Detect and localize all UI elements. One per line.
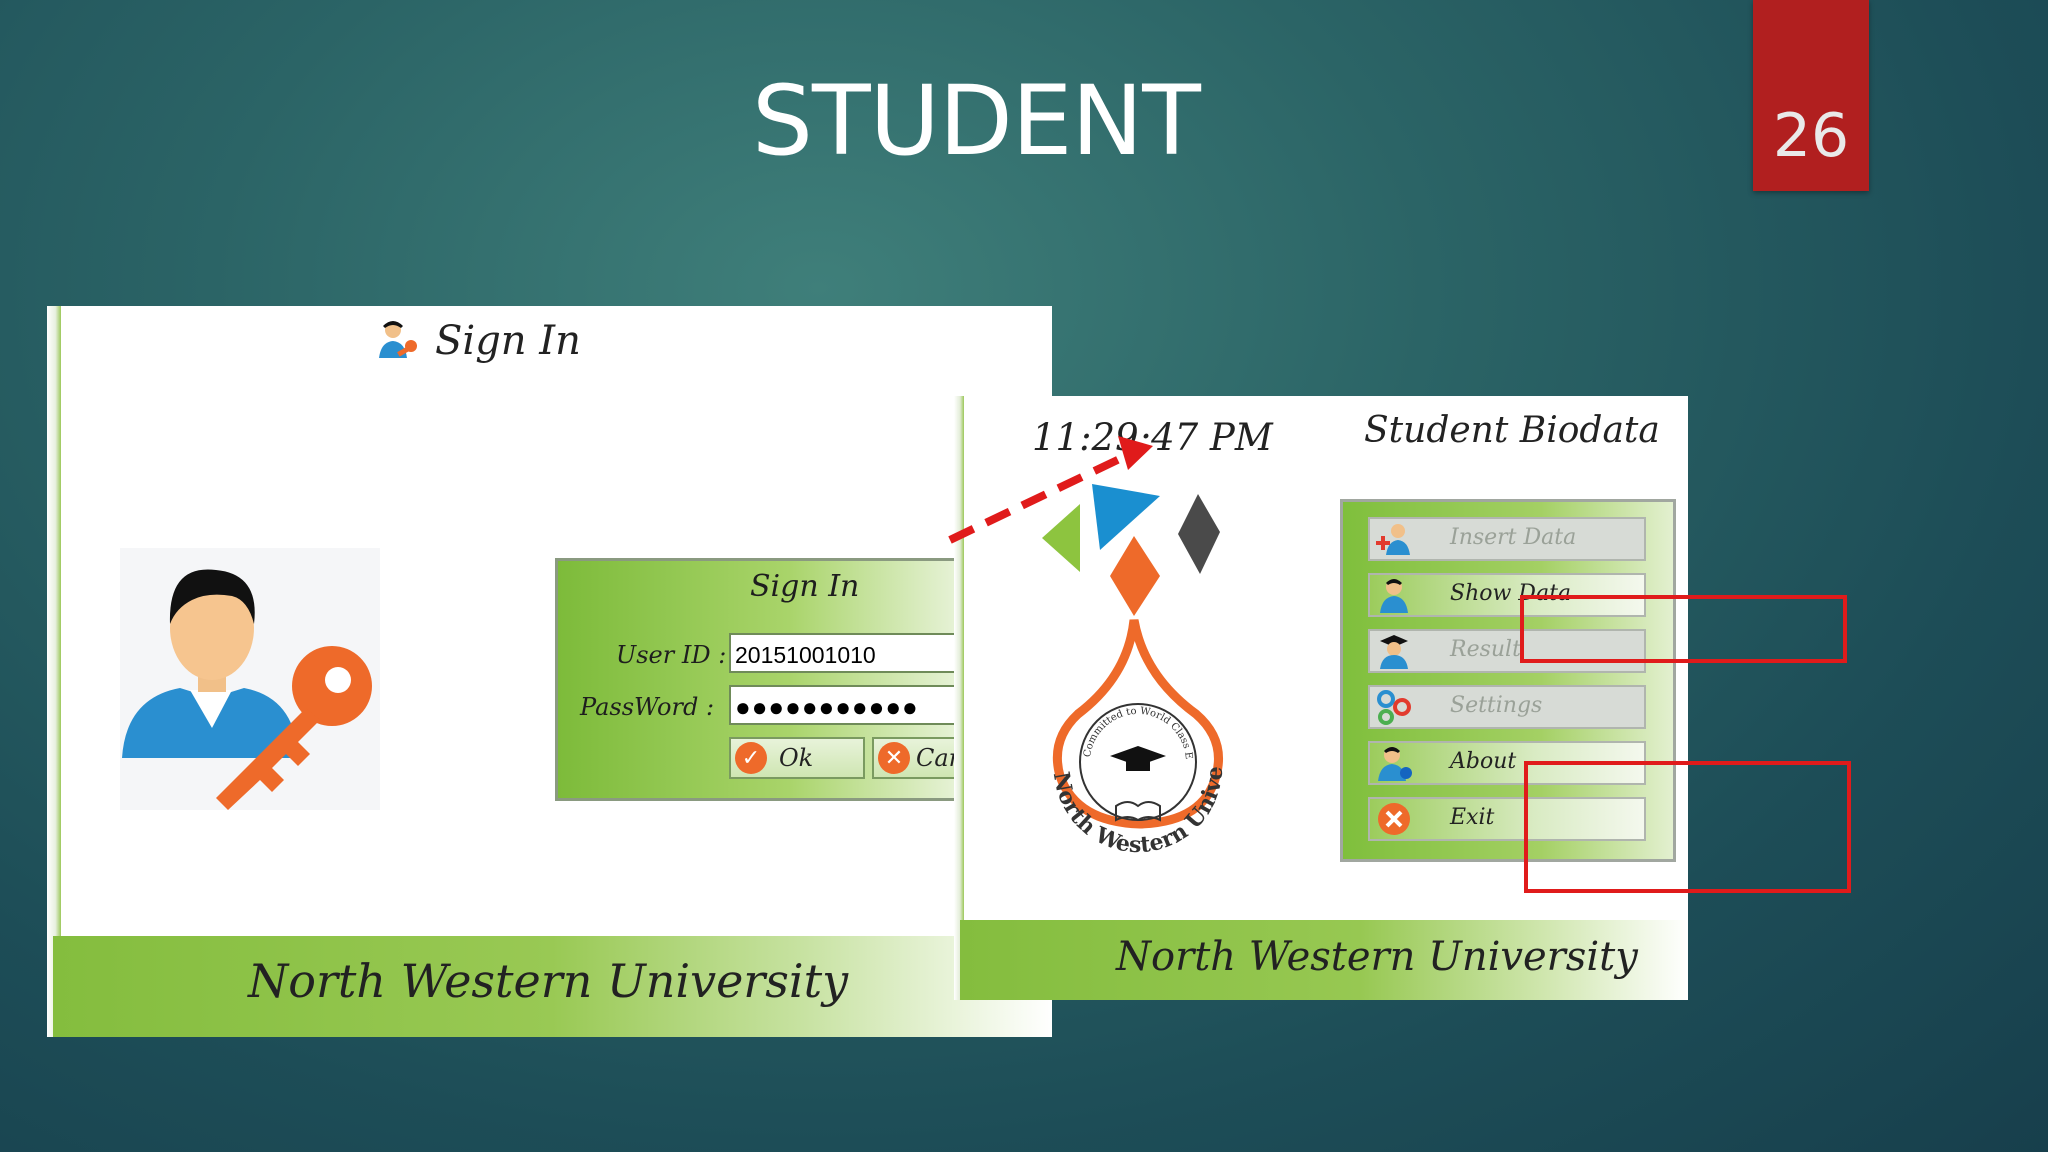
university-logo: Committed to World Class Education North… — [1020, 476, 1228, 858]
cancel-icon: ✕ — [878, 742, 910, 774]
biodata-title: Student Biodata — [1364, 410, 1660, 451]
page-number: 26 — [1772, 101, 1850, 171]
insert-data-label: Insert Data — [1450, 525, 1577, 550]
settings-label: Settings — [1450, 693, 1543, 718]
user-key-icon — [379, 321, 417, 358]
settings-button[interactable]: Settings — [1368, 685, 1646, 729]
exit-label: Exit — [1450, 805, 1495, 830]
about-label: About — [1450, 749, 1517, 774]
insert-data-button[interactable]: Insert Data — [1368, 517, 1646, 561]
signin-footer: North Western University — [53, 936, 1052, 1037]
graduate-icon — [1380, 635, 1408, 669]
user-key-avatar — [120, 548, 380, 810]
close-icon — [1378, 803, 1410, 835]
logo-green-shape — [1042, 504, 1080, 572]
ok-button-label: Ok — [779, 744, 814, 772]
panel-edge — [954, 396, 964, 1000]
signin-title: Sign In — [435, 318, 581, 364]
signin-form-title: Sign In — [750, 569, 860, 604]
logo-book-icon — [1115, 801, 1161, 822]
slide-title: STUDENT — [752, 65, 1201, 177]
user-id-label: User ID : — [616, 641, 727, 669]
about-button[interactable]: About — [1368, 741, 1646, 785]
signin-window-title: Sign In — [377, 316, 581, 366]
logo-cap-icon — [1110, 746, 1166, 766]
user-avatar-icon — [122, 569, 372, 810]
add-user-icon — [1376, 524, 1410, 555]
biodata-screenshot: 11:29:47 PM Student Biodata Committed to… — [954, 396, 1688, 1000]
signin-screenshot: Sign In Sign In User ID : 20151001010 Pa… — [47, 306, 1052, 1037]
user-icon — [1380, 579, 1408, 613]
password-input[interactable]: ●●●●●●●●●●● — [729, 685, 981, 725]
show-data-label: Show Data — [1450, 581, 1572, 606]
result-button[interactable]: Result — [1368, 629, 1646, 673]
biodata-footer: North Western University — [960, 920, 1688, 1000]
check-icon: ✓ — [735, 742, 767, 774]
exit-button[interactable]: Exit — [1368, 797, 1646, 841]
password-label: PassWord : — [580, 693, 715, 721]
result-label: Result — [1450, 637, 1521, 662]
ok-button[interactable]: ✓ Ok — [729, 737, 865, 779]
page-number-badge: 26 — [1753, 0, 1869, 191]
logo-flame-ring — [1052, 619, 1223, 829]
user-id-input[interactable]: 20151001010 — [729, 633, 981, 673]
clock: 11:29:47 PM — [1032, 416, 1273, 459]
logo-gray-shape — [1178, 494, 1220, 574]
show-data-button[interactable]: Show Data — [1368, 573, 1646, 617]
panel-edge — [47, 306, 61, 1037]
university-name: North Western University — [248, 954, 849, 1008]
university-name-footer: North Western University — [1116, 934, 1638, 980]
logo-orange-diamond — [1110, 536, 1160, 616]
user-info-icon — [1378, 747, 1412, 781]
logo-blue-shape — [1092, 484, 1160, 550]
biodata-menu: Insert Data Show Data Result Settings — [1340, 499, 1676, 862]
signin-form: Sign In User ID : 20151001010 PassWord :… — [555, 558, 982, 801]
gears-icon — [1377, 690, 1411, 725]
